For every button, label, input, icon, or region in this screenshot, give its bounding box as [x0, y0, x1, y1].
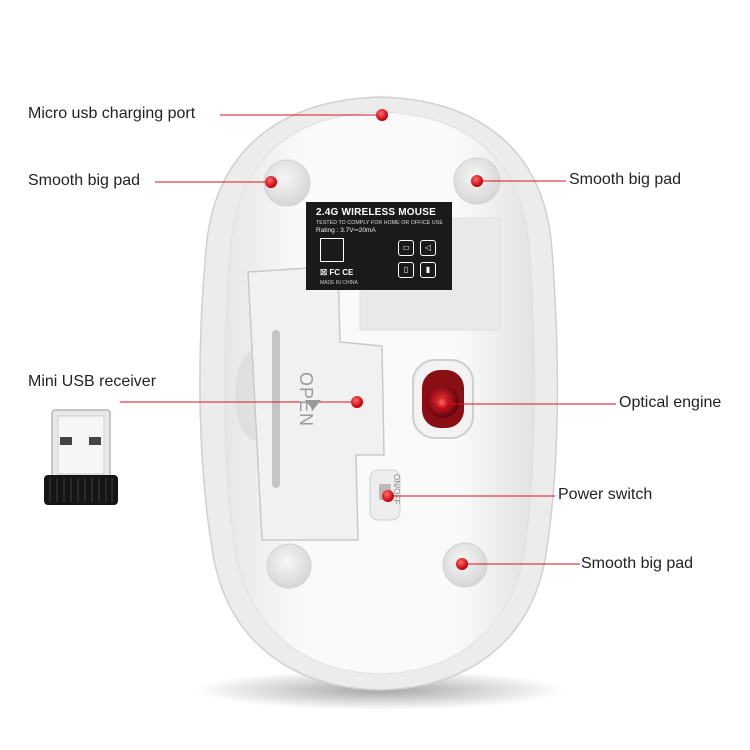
brand-logo-icon	[320, 238, 344, 262]
charge-icon: ▮	[420, 262, 436, 278]
callout-optical: Optical engine	[619, 394, 722, 411]
callout-pad-top-left: Smooth big pad	[28, 172, 141, 189]
callout-pad-bottom: Smooth big pad	[581, 555, 694, 572]
callout-micro-usb: Micro usb charging port	[28, 105, 196, 122]
dot-micro-usb	[376, 109, 388, 121]
callout-lines	[120, 114, 616, 565]
label-subtitle: TESTED TO COMPLY FOR HOME OR OFFICE USE	[316, 220, 443, 226]
callout-pad-top-right: Smooth big pad	[569, 171, 682, 188]
label-made-in: MADE IN CHINA	[320, 280, 358, 286]
dot-power	[382, 490, 394, 502]
dot-receiver	[351, 396, 363, 408]
mute-icon: ◁	[420, 240, 436, 256]
mouse-icon: ▭	[398, 240, 414, 256]
dot-pad-top-left	[265, 176, 277, 188]
switch-label: ON/OFF	[392, 474, 401, 504]
battery-cover-open-label: OPEN	[296, 372, 316, 427]
battery-cover-slot	[272, 330, 280, 488]
battery-icon: ▯	[398, 262, 414, 278]
callout-receiver: Mini USB receiver	[28, 373, 157, 390]
dot-pad-bottom	[456, 558, 468, 570]
callout-power: Power switch	[558, 486, 653, 503]
dot-pad-top-right	[471, 175, 483, 187]
label-title: 2.4G WIRELESS MOUSE	[316, 207, 436, 218]
pad-bottom-left	[266, 543, 312, 589]
product-label: 2.4G WIRELESS MOUSE TESTED TO COMPLY FOR…	[306, 202, 452, 290]
label-rating: Rating : 3.7V⎓20mA	[316, 227, 376, 234]
dot-optical	[437, 398, 449, 410]
usb-receiver-illustration	[44, 409, 118, 505]
certification-marks: ☒ FC CE	[320, 268, 354, 277]
pad-top-left	[263, 159, 311, 207]
open-arrow-icon	[305, 400, 321, 410]
